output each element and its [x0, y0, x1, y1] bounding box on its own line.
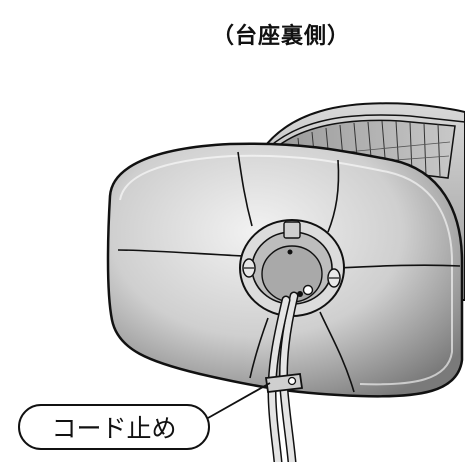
right-screw	[327, 268, 341, 288]
cord-clip-callout: コード止め	[18, 404, 210, 450]
cord-clip	[264, 373, 304, 393]
cord-clip-callout-label: コード止め	[51, 414, 177, 443]
page-title: （台座裏側）	[212, 24, 351, 49]
callout-leader-line	[207, 382, 271, 419]
left-screw	[242, 258, 256, 278]
base-ribs	[117, 151, 461, 393]
